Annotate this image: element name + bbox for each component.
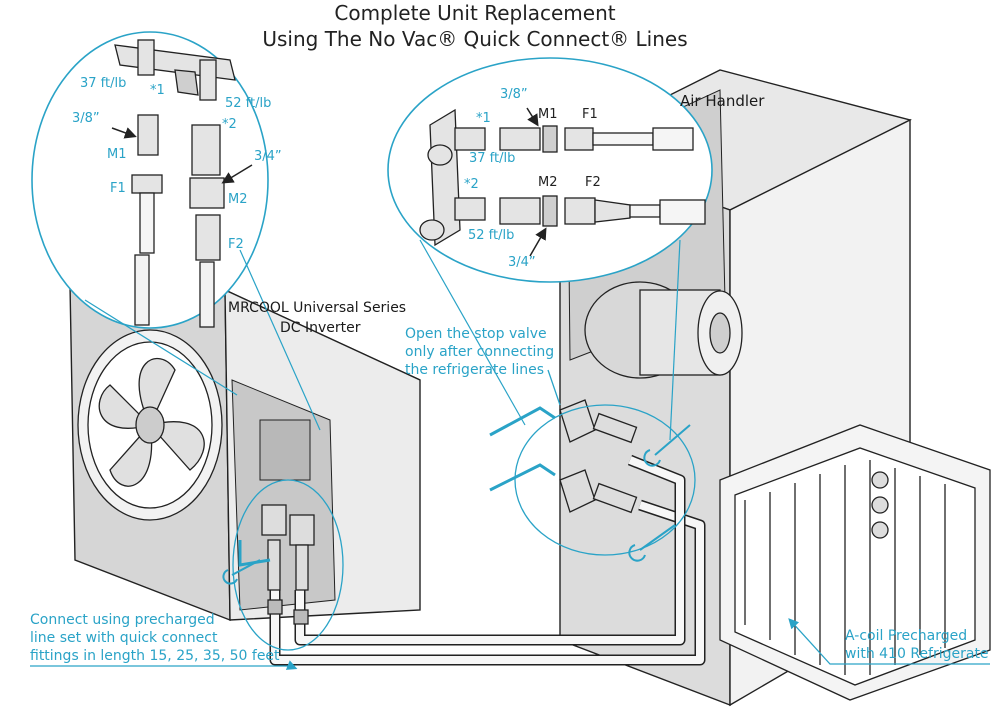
stop-valve-note-line-1: Open the stop valve xyxy=(405,326,547,342)
condenser-label-line-1: MRCOOL Universal Series xyxy=(228,300,407,316)
air-handler-label: Air Handler xyxy=(680,92,765,110)
right-mark-1: *1 xyxy=(476,111,491,126)
right-torque-52: 52 ft/lb xyxy=(468,228,515,243)
left-detail-callout xyxy=(31,31,321,431)
left-m1-label: M1 xyxy=(107,147,127,162)
left-size-38: 3/8” xyxy=(72,111,100,126)
right-torque-37: 37 ft/lb xyxy=(469,151,516,166)
wrenches xyxy=(222,424,691,585)
left-torque-52: 52 ft/lb xyxy=(225,96,272,111)
condenser-service-valves xyxy=(261,504,315,625)
blower-motor xyxy=(584,281,743,379)
condenser-fan xyxy=(77,329,223,521)
stop-valve-leader xyxy=(547,369,561,406)
left-m2-label: M2 xyxy=(228,192,248,207)
condenser-valve-highlight xyxy=(232,479,344,651)
left-mark-1: *1 xyxy=(150,83,165,98)
acoil-leader xyxy=(788,618,990,665)
right-size-38: 3/8” xyxy=(500,87,528,102)
lineset-leader xyxy=(30,660,298,670)
right-size-34: 3/4” xyxy=(508,255,536,270)
left-f1-label: F1 xyxy=(110,181,126,196)
right-f2-label: F2 xyxy=(585,175,601,190)
right-m2-label: M2 xyxy=(538,175,558,190)
left-torque-37: 37 ft/lb xyxy=(80,76,127,91)
right-f1-label: F1 xyxy=(582,107,598,122)
right-detail-callout xyxy=(387,57,713,441)
right-mark-2: *2 xyxy=(464,177,479,192)
stop-valve-note-line-2: only after connecting xyxy=(405,344,555,360)
hex-keys xyxy=(238,406,556,567)
title-line-2: Using The No Vac® Quick Connect® Lines xyxy=(262,27,688,51)
left-f2-label: F2 xyxy=(228,237,244,252)
right-m1-label: M1 xyxy=(538,107,558,122)
air-handler-valve-highlight xyxy=(514,404,696,556)
left-mark-2: *2 xyxy=(222,117,237,132)
condenser-label-line-2: DC Inverter xyxy=(280,320,361,336)
title-line-1: Complete Unit Replacement xyxy=(334,1,616,25)
left-size-34: 3/4” xyxy=(254,149,282,164)
lineset-note-line-2: line set with quick connect xyxy=(30,630,218,646)
air-handler-valves xyxy=(559,399,638,514)
stop-valve-note-line-3: the refrigerate lines xyxy=(405,362,545,378)
acoil-note-line-2: with 410 Refrigerate xyxy=(845,646,989,662)
lineset-note-line-1: Connect using precharged xyxy=(30,612,215,628)
acoil-note-line-1: A-coil Precharged xyxy=(845,628,968,644)
lineset-note-line-3: fittings in length 15, 25, 35, 50 feet xyxy=(30,648,280,664)
